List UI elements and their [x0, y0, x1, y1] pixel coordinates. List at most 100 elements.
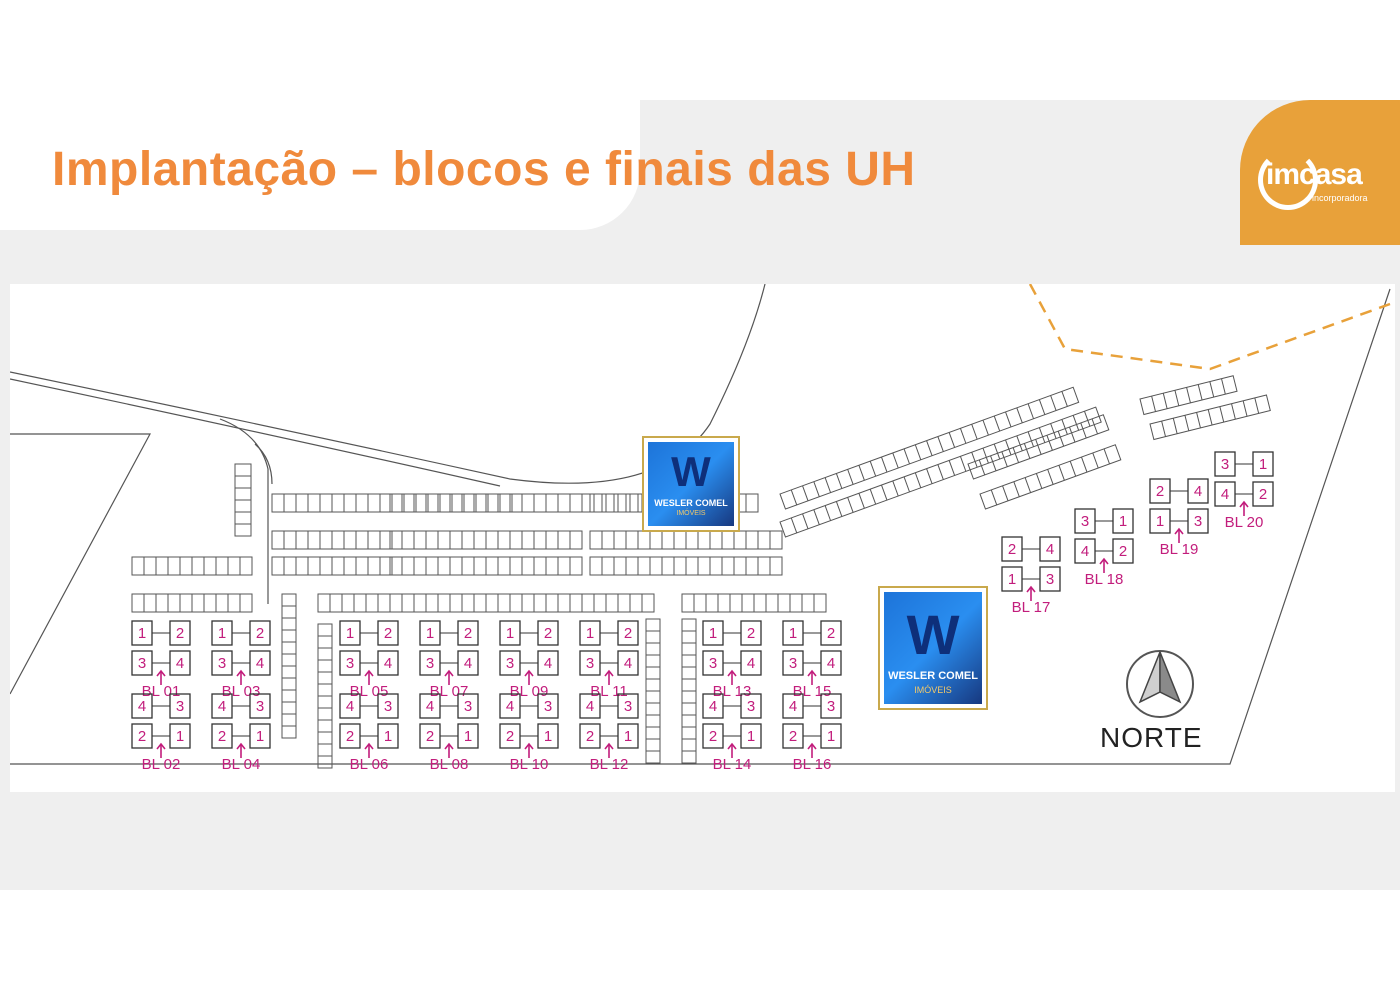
unit-number: 1 — [544, 728, 552, 745]
parking-row — [681, 618, 697, 764]
unit-number: 4 — [624, 655, 632, 672]
parking-row — [645, 618, 661, 764]
block-label: BL 05 — [350, 683, 389, 700]
compass-icon — [1126, 650, 1194, 718]
unit-number: 4 — [256, 655, 264, 672]
parking-row — [271, 530, 393, 550]
unit-number: 2 — [176, 625, 184, 642]
watermark-logo-center: W WESLER COMEL IMÓVEIS — [878, 586, 988, 710]
parking-row — [779, 386, 1080, 510]
unit-number: 2 — [747, 625, 755, 642]
brand-tagline: incorporadora — [1312, 193, 1368, 203]
unit-number: 3 — [544, 698, 552, 715]
unit-number: 1 — [1259, 456, 1267, 473]
unit-number: 1 — [346, 625, 354, 642]
unit-number: 4 — [1221, 486, 1229, 503]
unit-number: 2 — [709, 728, 717, 745]
brand-badge: imcasa incorporadora — [1240, 100, 1400, 245]
block-05: 1 2 3 4 BL 05 — [339, 620, 399, 700]
parking-row — [589, 556, 783, 576]
watermark-graphic: W WESLER COMEL IMÓVEIS — [648, 442, 734, 526]
block-label: BL 08 — [430, 756, 469, 773]
unit-number: 4 — [464, 655, 472, 672]
w-house-icon: W — [906, 603, 960, 666]
unit-number: 1 — [789, 625, 797, 642]
brand-name: imcasa — [1266, 158, 1363, 191]
parking-row — [131, 593, 253, 613]
unit-number: 3 — [256, 698, 264, 715]
unit-number: 2 — [138, 728, 146, 745]
unit-number: 4 — [1194, 483, 1202, 500]
unit-number: 3 — [1081, 513, 1089, 530]
block-label: BL 15 — [793, 683, 832, 700]
unit-number: 3 — [827, 698, 835, 715]
unit-number: 2 — [624, 625, 632, 642]
unit-number: 2 — [346, 728, 354, 745]
unit-number: 1 — [1008, 571, 1016, 588]
unit-number: 2 — [464, 625, 472, 642]
unit-number: 3 — [384, 698, 392, 715]
block-label: BL 18 — [1085, 571, 1124, 588]
block-label: BL 11 — [590, 683, 628, 700]
unit-number: 2 — [256, 625, 264, 642]
unit-number: 4 — [586, 698, 594, 715]
unit-number: 4 — [346, 698, 354, 715]
unit-number: 4 — [1046, 541, 1054, 558]
parking-row — [281, 593, 297, 739]
block-19: 2 4 1 3 BL 19 — [1149, 478, 1209, 558]
block-label: BL 20 — [1225, 514, 1264, 531]
unit-number: 3 — [789, 655, 797, 672]
unit-number: 4 — [218, 698, 226, 715]
unit-number: 3 — [506, 655, 514, 672]
block-label: BL 19 — [1160, 541, 1199, 558]
watermark-sub: IMÓVEIS — [676, 510, 706, 517]
unit-number: 3 — [1194, 513, 1202, 530]
unit-number: 2 — [384, 625, 392, 642]
unit-number: 3 — [218, 655, 226, 672]
watermark-name: WESLER COMEL — [654, 498, 728, 508]
parking-row — [234, 463, 252, 537]
unit-number: 1 — [586, 625, 594, 642]
unit-number: 4 — [827, 655, 835, 672]
unit-number: 3 — [346, 655, 354, 672]
unit-number: 4 — [747, 655, 755, 672]
parking-row — [1139, 375, 1238, 416]
block-label: BL 07 — [430, 683, 469, 700]
unit-number: 4 — [384, 655, 392, 672]
unit-number: 2 — [1008, 541, 1016, 558]
unit-number: 1 — [256, 728, 264, 745]
unit-number: 2 — [1156, 483, 1164, 500]
parking-row — [979, 444, 1122, 510]
unit-number: 2 — [218, 728, 226, 745]
watermark-name: WESLER COMEL — [888, 670, 978, 682]
unit-number: 4 — [506, 698, 514, 715]
unit-number: 1 — [747, 728, 755, 745]
watermark-logo-top: W WESLER COMEL IMÓVEIS — [642, 436, 740, 532]
unit-number: 1 — [624, 728, 632, 745]
unit-number: 1 — [1156, 513, 1164, 530]
watermark-sub: IMÓVEIS — [914, 685, 952, 695]
parking-row — [779, 406, 1102, 538]
unit-number: 3 — [1221, 456, 1229, 473]
unit-number: 1 — [384, 728, 392, 745]
unit-number: 2 — [506, 728, 514, 745]
block-label: BL 17 — [1012, 599, 1051, 616]
unit-number: 4 — [176, 655, 184, 672]
block-label: BL 01 — [142, 683, 181, 700]
site-boundary — [10, 433, 152, 695]
unit-number: 3 — [709, 655, 717, 672]
unit-number: 2 — [544, 625, 552, 642]
parking-row — [131, 556, 253, 576]
